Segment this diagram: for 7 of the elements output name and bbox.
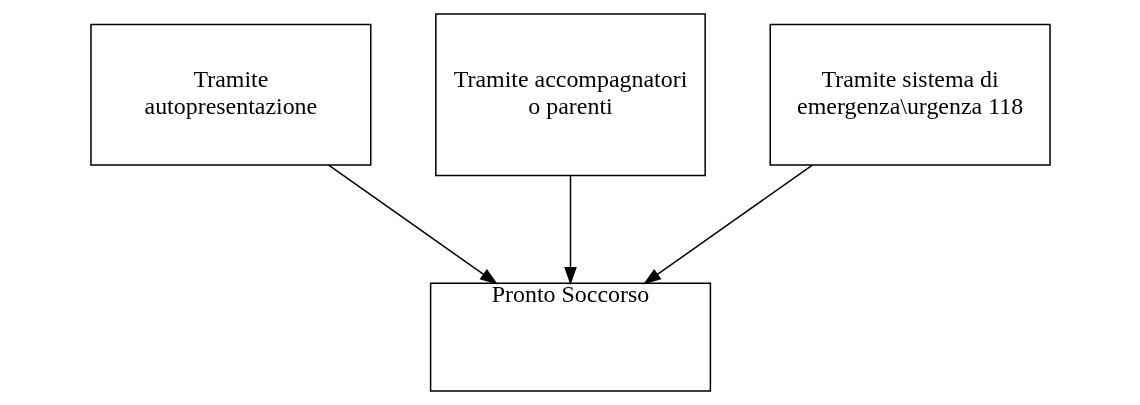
node-box: Tramite accompagnatori o parenti — [434, 13, 706, 177]
arrow — [563, 175, 577, 285]
node-box: Pronto Soccorso — [429, 282, 711, 392]
node-box: Tramite sistema di emergenza\urgenza 118 — [769, 23, 1051, 166]
arrow — [642, 164, 813, 285]
node-box: Tramite autopresentazione — [89, 23, 371, 166]
arrow — [327, 164, 498, 285]
